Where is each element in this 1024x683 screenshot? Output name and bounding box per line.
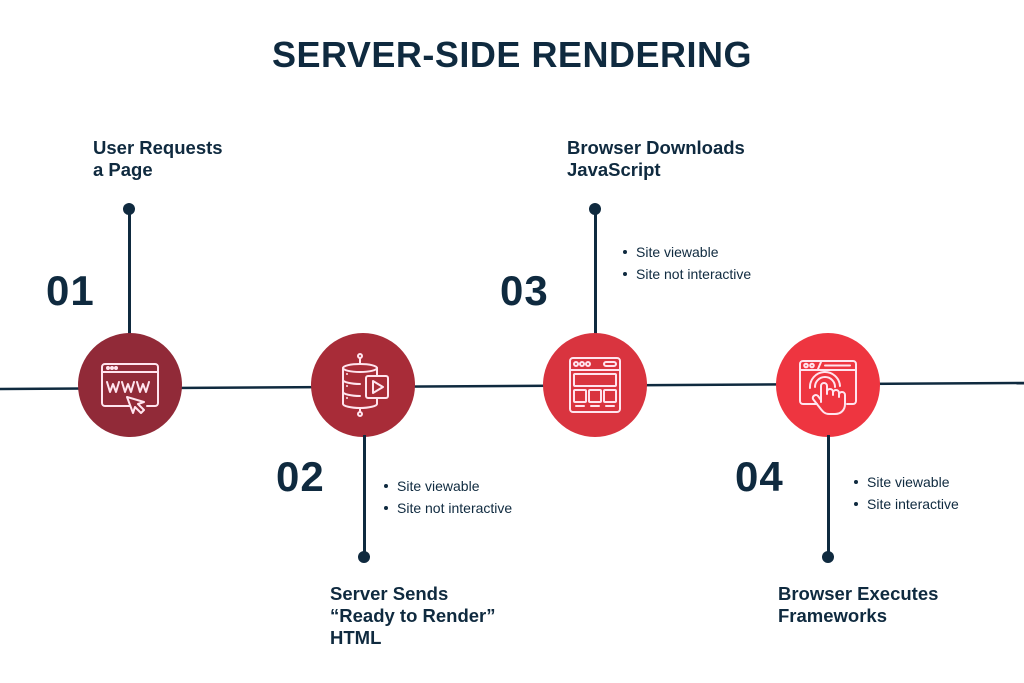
step-3-bullet: Site viewable bbox=[622, 241, 751, 263]
step-2-connector bbox=[362, 435, 366, 557]
step-2-heading-line: Server Sends bbox=[330, 583, 449, 604]
step-2-dot bbox=[358, 551, 370, 563]
step-2-bullet: Site not interactive bbox=[383, 497, 512, 519]
diagram-title: SERVER-SIDE RENDERING bbox=[272, 34, 752, 75]
step-4-number: 04 bbox=[735, 453, 784, 500]
step-2-bullets: Site viewable Site not interactive bbox=[383, 475, 512, 519]
step-2-heading-line: “Ready to Render” bbox=[330, 605, 496, 626]
step-1-heading-line: User Requests bbox=[93, 137, 223, 158]
step-4-bullets: Site viewable Site interactive bbox=[853, 471, 959, 515]
step-4-heading-line: Browser Executes bbox=[778, 583, 939, 604]
step-3-number: 03 bbox=[500, 267, 549, 314]
step-3-connector bbox=[593, 209, 597, 335]
step-3-bullets: Site viewable Site not interactive bbox=[622, 241, 751, 285]
step-2-number: 02 bbox=[276, 453, 325, 500]
step-1-heading: User Requests a Page bbox=[93, 137, 223, 181]
step-3-heading-line: Browser Downloads bbox=[567, 137, 745, 158]
browser-touch-icon bbox=[799, 360, 857, 415]
step-3-circle bbox=[543, 333, 647, 437]
step-1-heading-line: a Page bbox=[93, 159, 153, 180]
step-4-heading-line: Frameworks bbox=[778, 605, 887, 626]
step-2-bullet: Site viewable bbox=[383, 475, 512, 497]
browser-layout-icon bbox=[569, 357, 621, 413]
step-2-circle bbox=[311, 333, 415, 437]
step-4-bullet: Site interactive bbox=[853, 493, 959, 515]
step-4-connector bbox=[826, 435, 830, 557]
step-4-bullet: Site viewable bbox=[853, 471, 959, 493]
step-2-heading: Server Sends “Ready to Render” HTML bbox=[330, 583, 496, 649]
step-1-circle bbox=[78, 333, 182, 437]
step-3-heading: Browser Downloads JavaScript bbox=[567, 137, 745, 181]
step-4-heading: Browser Executes Frameworks bbox=[778, 583, 938, 627]
step-3-heading-line: JavaScript bbox=[567, 159, 661, 180]
step-4-dot bbox=[822, 551, 834, 563]
database-play-icon bbox=[342, 353, 389, 417]
step-1-connector bbox=[127, 209, 131, 335]
step-1-number: 01 bbox=[46, 267, 95, 314]
step-4-circle bbox=[776, 333, 880, 437]
step-3-bullet: Site not interactive bbox=[622, 263, 751, 285]
www-browser-cursor-icon bbox=[101, 363, 159, 414]
step-2-heading-line: HTML bbox=[330, 627, 382, 648]
